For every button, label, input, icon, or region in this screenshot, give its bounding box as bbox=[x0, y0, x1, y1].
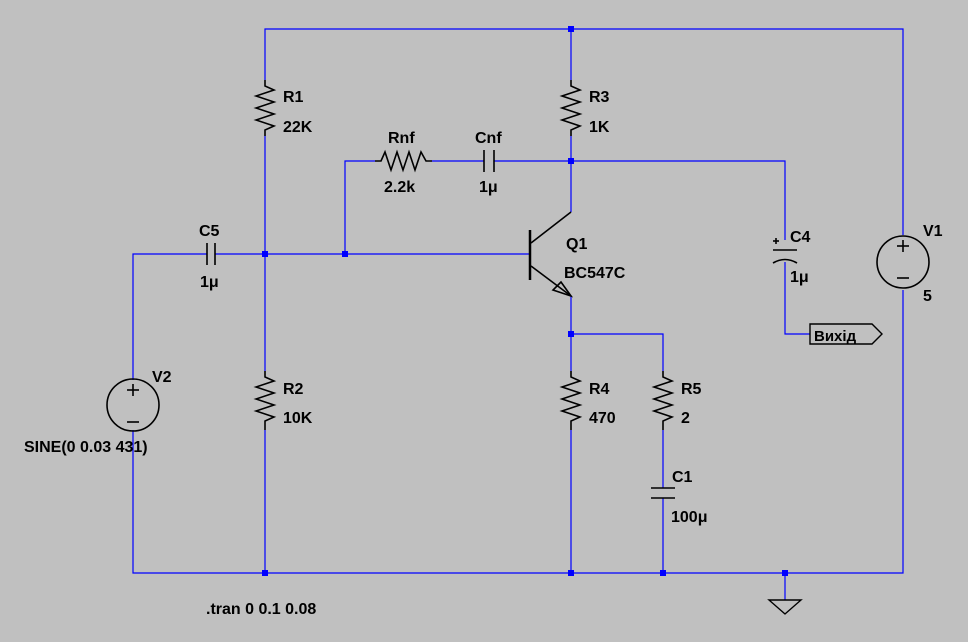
r1-name: R1 bbox=[283, 89, 304, 106]
resistor-r5[interactable]: R5 2 bbox=[651, 371, 702, 430]
ground-symbol[interactable] bbox=[767, 599, 803, 615]
r2-value: 10K bbox=[283, 410, 313, 427]
voltage-source-v2[interactable]: V2 SINE(0 0.03 431) bbox=[24, 369, 172, 456]
wires bbox=[132, 28, 904, 600]
output-net-label[interactable]: Вихід bbox=[809, 323, 883, 345]
junction-dot bbox=[568, 331, 574, 337]
c5-name: C5 bbox=[199, 223, 220, 240]
junction-dot bbox=[660, 570, 666, 576]
q1-value: BC547C bbox=[564, 265, 626, 282]
c5-value: 1μ bbox=[200, 274, 219, 291]
c1-name: C1 bbox=[672, 469, 693, 486]
r4-value: 470 bbox=[589, 410, 616, 427]
r2-name: R2 bbox=[283, 381, 304, 398]
cnf-value: 1μ bbox=[479, 179, 498, 196]
voltage-source-v1[interactable]: V1 5 bbox=[876, 223, 943, 305]
v2-value: SINE(0 0.03 431) bbox=[24, 439, 148, 456]
v2-name: V2 bbox=[152, 369, 172, 386]
resistor-rnf[interactable]: Rnf 2.2k bbox=[375, 130, 432, 196]
junction-dot bbox=[568, 158, 574, 164]
capacitor-cnf[interactable]: Cnf 1μ bbox=[475, 130, 502, 196]
transistor-q1[interactable]: Q1 BC547C bbox=[528, 211, 626, 298]
v1-name: V1 bbox=[923, 223, 943, 240]
junctions bbox=[262, 26, 788, 576]
junction-dot bbox=[568, 570, 574, 576]
cnf-name: Cnf bbox=[475, 130, 502, 147]
resistor-r2[interactable]: R2 10K bbox=[253, 371, 313, 430]
r5-name: R5 bbox=[681, 381, 702, 398]
resistor-r3[interactable]: R3 1K bbox=[559, 80, 610, 136]
junction-dot bbox=[782, 570, 788, 576]
resistor-r1[interactable]: R1 22K bbox=[253, 80, 313, 136]
r4-name: R4 bbox=[589, 381, 610, 398]
resistor-r4[interactable]: R4 470 bbox=[559, 371, 616, 430]
capacitor-c4[interactable]: C4 1μ bbox=[772, 229, 811, 286]
rnf-name: Rnf bbox=[388, 130, 415, 147]
simulation-directive[interactable]: .tran 0 0.1 0.08 bbox=[206, 601, 316, 618]
q1-name: Q1 bbox=[566, 236, 587, 253]
r3-name: R3 bbox=[589, 89, 610, 106]
capacitor-c5[interactable]: C5 1μ bbox=[199, 223, 220, 291]
r5-value: 2 bbox=[681, 410, 690, 427]
junction-dot bbox=[568, 26, 574, 32]
capacitor-c1[interactable]: C1 100μ bbox=[651, 469, 707, 526]
junction-dot bbox=[342, 251, 348, 257]
rnf-value: 2.2k bbox=[384, 179, 415, 196]
c4-value: 1μ bbox=[790, 269, 809, 286]
junction-dot bbox=[262, 570, 268, 576]
output-label-text: Вихід bbox=[814, 328, 857, 345]
v1-value: 5 bbox=[923, 288, 932, 305]
r3-value: 1K bbox=[589, 119, 610, 136]
c4-name: C4 bbox=[790, 229, 811, 246]
c1-value: 100μ bbox=[671, 509, 707, 526]
junction-dot bbox=[262, 251, 268, 257]
r1-value: 22K bbox=[283, 119, 313, 136]
